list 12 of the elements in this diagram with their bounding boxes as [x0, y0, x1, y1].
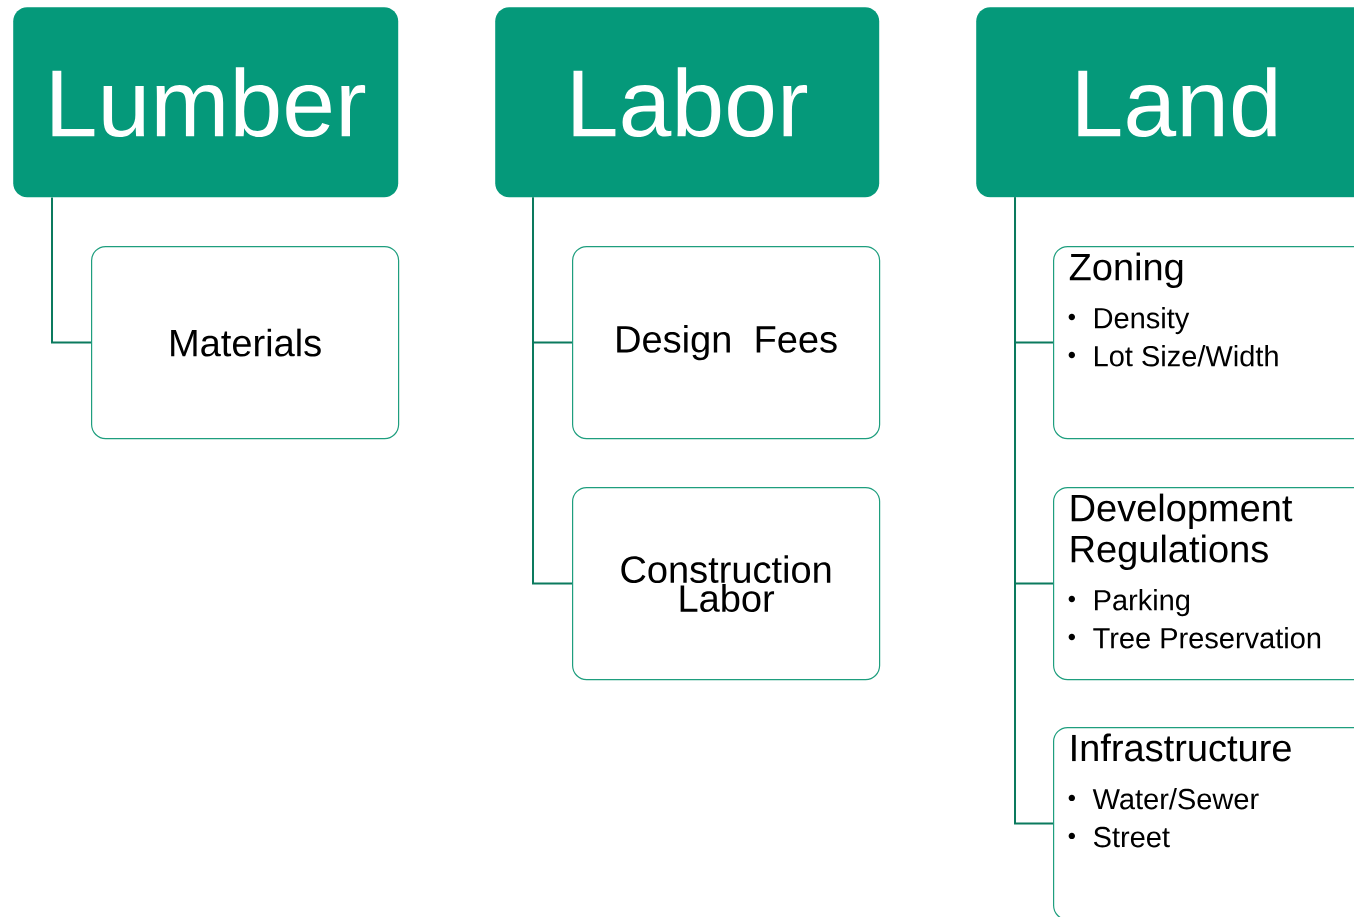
connector-line: [532, 196, 573, 585]
item-box: Zoning Density Lot Size/Width: [1053, 246, 1354, 440]
item-box: Design Fees: [572, 246, 881, 440]
connector-line: [1014, 196, 1054, 825]
header-box: Labor: [495, 7, 880, 198]
item-box: Infrastructure Water/Sewer Street: [1053, 727, 1354, 917]
item-box: Development Regulations Parking Tree Preservation: [1053, 487, 1354, 681]
connector-line: [51, 196, 92, 344]
header-box: Land: [976, 7, 1354, 198]
header-box: Lumber: [13, 7, 399, 198]
item-box: Construction Labor: [572, 487, 881, 681]
item-box: Materials: [91, 246, 400, 440]
